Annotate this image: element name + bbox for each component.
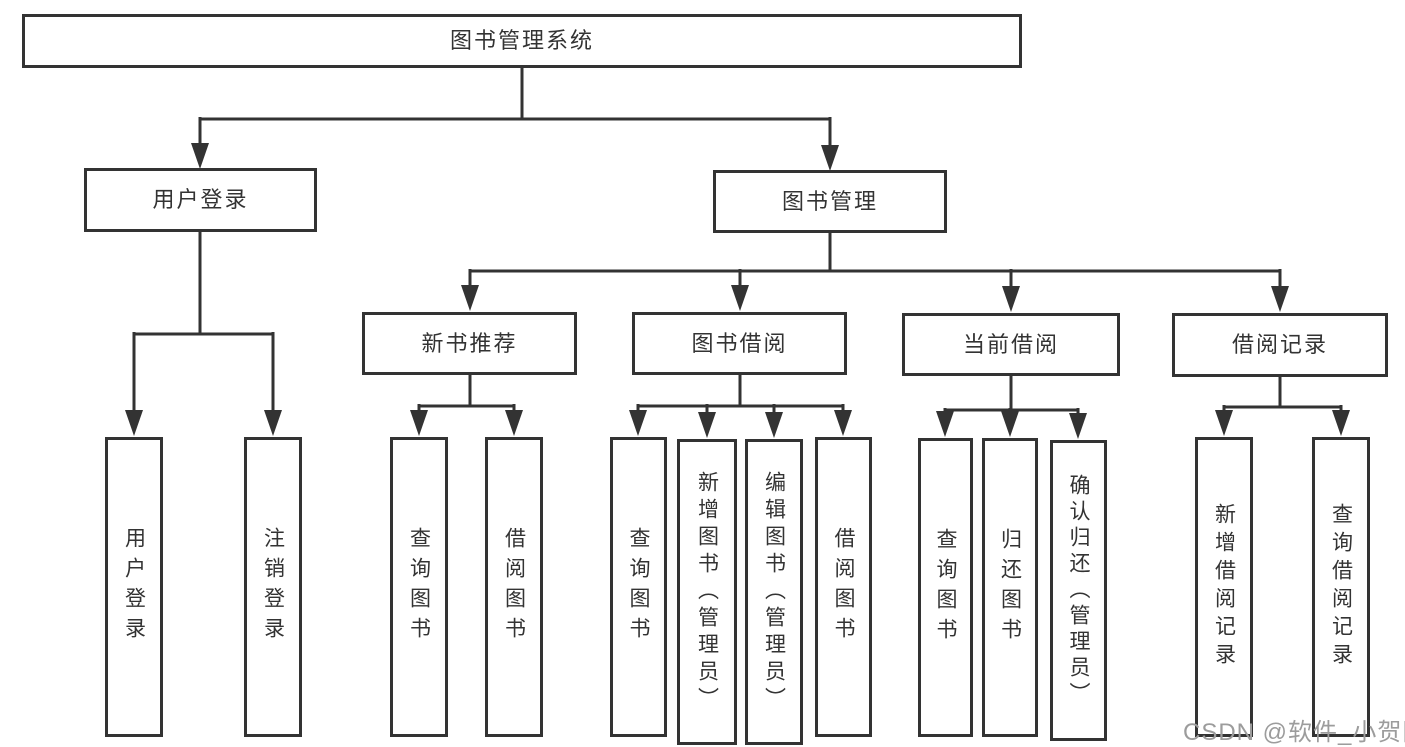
arrowhead-borrow-book-rec (505, 410, 523, 436)
arrowhead-logout-leaf (264, 410, 282, 436)
leaf-query-book-borrow: 查询图书 (610, 437, 667, 737)
arrowhead-borrow-records (1271, 286, 1289, 312)
connector-paths (132, 68, 1343, 420)
node-root: 图书管理系统 (22, 14, 1022, 68)
arrowhead-query-book-rec (410, 410, 428, 436)
leaf-query-book-current: 查询图书 (918, 438, 973, 737)
arrowhead-new-book-rec (461, 285, 479, 311)
arrowhead-query-book-borrow (629, 410, 647, 436)
leaf-logout: 注销登录 (244, 437, 302, 737)
connector-book-mgmt-to-level3 (468, 233, 1282, 293)
arrowhead-book-mgmt (821, 145, 839, 171)
arrowhead-return-book (1001, 411, 1019, 437)
arrowhead-add-borrow-record (1215, 410, 1233, 436)
arrowhead-query-borrow-record (1332, 410, 1350, 436)
leaf-confirm-return-admin: 确认归还（管理员） (1050, 440, 1107, 741)
connector-borrow-records-to-leaves (1222, 377, 1343, 417)
leaf-return-book: 归还图书 (982, 438, 1038, 737)
leaf-add-borrow-record: 新增借阅记录 (1195, 437, 1253, 737)
node-book-mgmt: 图书管理 (713, 170, 947, 233)
arrowhead-user-login (191, 143, 209, 169)
arrowhead-current-borrow (1002, 286, 1020, 312)
connector-root-to-level2 (198, 68, 832, 152)
arrowhead-borrow-book-borrow (834, 410, 852, 436)
connector-book-borrow-to-leaves (636, 375, 845, 419)
arrowhead-edit-book-admin (765, 412, 783, 438)
leaf-borrow-book-borrow: 借阅图书 (815, 437, 872, 737)
node-book-borrow: 图书借阅 (632, 312, 847, 375)
arrowheads (125, 143, 1350, 439)
arrowhead-query-book-current (936, 411, 954, 437)
arrowhead-book-borrow (731, 285, 749, 311)
connector-new-book-rec-to-leaves (417, 375, 516, 417)
connector-user-login-to-leaves (132, 232, 275, 416)
node-current-borrow: 当前借阅 (902, 313, 1120, 376)
arrowhead-confirm-return-admin (1069, 413, 1087, 439)
leaf-user-login: 用户登录 (105, 437, 163, 737)
arrowhead-user-login-leaf (125, 410, 143, 436)
node-new-book-recommend: 新书推荐 (362, 312, 577, 375)
leaf-edit-book-admin: 编辑图书（管理员） (745, 439, 803, 745)
leaf-query-borrow-record: 查询借阅记录 (1312, 437, 1370, 737)
node-borrow-records: 借阅记录 (1172, 313, 1388, 377)
csdn-watermark: CSDN @软件_小贺同学 (1183, 719, 1405, 746)
leaf-borrow-book-recommend: 借阅图书 (485, 437, 543, 737)
node-user-login: 用户登录 (84, 168, 317, 232)
leaf-add-book-admin: 新增图书（管理员） (677, 439, 737, 745)
leaf-query-book-recommend: 查询图书 (390, 437, 448, 737)
arrowhead-add-book-admin (698, 412, 716, 438)
